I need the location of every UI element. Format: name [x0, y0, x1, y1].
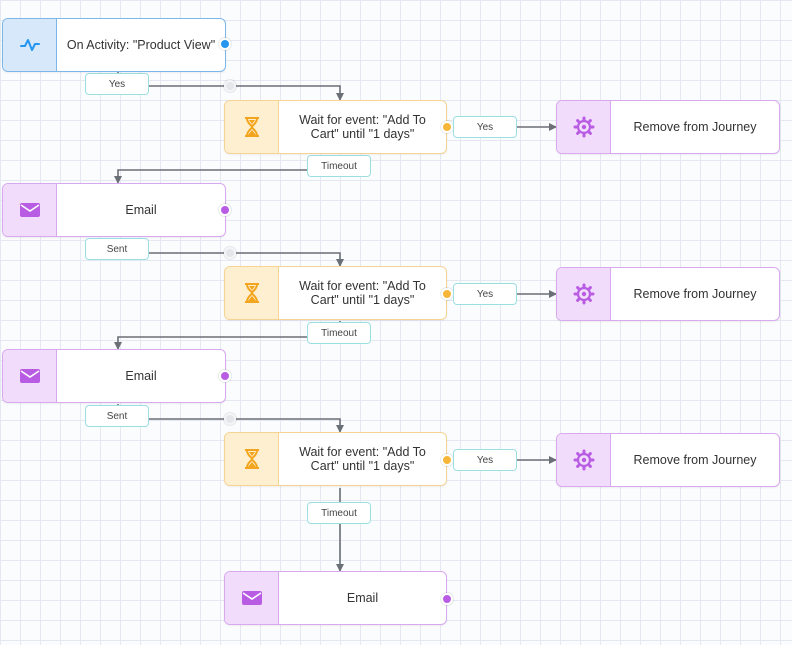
email-node-3[interactable]: Email — [224, 571, 447, 625]
wait-output-port[interactable] — [441, 288, 453, 300]
email-output-port[interactable] — [219, 204, 231, 216]
junction-dot[interactable] — [224, 80, 236, 92]
node-label: Wait for event: "Add To Cart" until "1 d… — [299, 113, 426, 141]
wait-output-port[interactable] — [441, 454, 453, 466]
trigger-node[interactable]: On Activity: "Product View" — [2, 18, 226, 72]
wait-output-port[interactable] — [441, 121, 453, 133]
node-label: Email — [125, 369, 157, 383]
wait-node-3[interactable]: Wait for event: "Add To Cart" until "1 d… — [224, 432, 447, 486]
edge-label-timeout[interactable]: Timeout — [307, 322, 371, 344]
node-label: Wait for event: "Add To Cart" until "1 d… — [299, 279, 426, 307]
gear-icon — [557, 434, 611, 486]
envelope-icon — [3, 184, 57, 236]
edge-label-yes[interactable]: Yes — [453, 116, 517, 138]
node-label: Email — [125, 203, 157, 217]
edge-label-yes[interactable]: Yes — [453, 449, 517, 471]
email-output-port[interactable] — [219, 370, 231, 382]
wait-node-1[interactable]: Wait for event: "Add To Cart" until "1 d… — [224, 100, 447, 154]
hourglass-icon — [225, 101, 279, 153]
email-node-2[interactable]: Email — [2, 349, 226, 403]
activity-pulse-icon — [3, 19, 57, 71]
edge-label-sent[interactable]: Sent — [85, 238, 149, 260]
wait-node-2[interactable]: Wait for event: "Add To Cart" until "1 d… — [224, 266, 447, 320]
node-label: Remove from Journey — [633, 120, 757, 134]
node-label: On Activity: "Product View" — [66, 38, 216, 52]
email-output-port[interactable] — [441, 593, 453, 605]
hourglass-icon — [225, 433, 279, 485]
edge-label-timeout[interactable]: Timeout — [307, 155, 371, 177]
junction-dot[interactable] — [224, 413, 236, 425]
node-label: Wait for event: "Add To Cart" until "1 d… — [299, 445, 426, 473]
envelope-icon — [225, 572, 279, 624]
email-node-1[interactable]: Email — [2, 183, 226, 237]
gear-icon — [557, 101, 611, 153]
remove-node-2[interactable]: Remove from Journey — [556, 267, 780, 321]
edge-label-yes[interactable]: Yes — [453, 283, 517, 305]
node-label: Remove from Journey — [633, 287, 757, 301]
remove-node-3[interactable]: Remove from Journey — [556, 433, 780, 487]
envelope-icon — [3, 350, 57, 402]
gear-icon — [557, 268, 611, 320]
node-label: Remove from Journey — [633, 453, 757, 467]
trigger-output-port[interactable] — [219, 38, 231, 50]
junction-dot[interactable] — [224, 247, 236, 259]
node-label: Email — [346, 591, 379, 605]
edge-label-sent[interactable]: Sent — [85, 405, 149, 427]
edge-label-yes[interactable]: Yes — [85, 73, 149, 95]
remove-node-1[interactable]: Remove from Journey — [556, 100, 780, 154]
hourglass-icon — [225, 267, 279, 319]
edge-label-timeout[interactable]: Timeout — [307, 502, 371, 524]
